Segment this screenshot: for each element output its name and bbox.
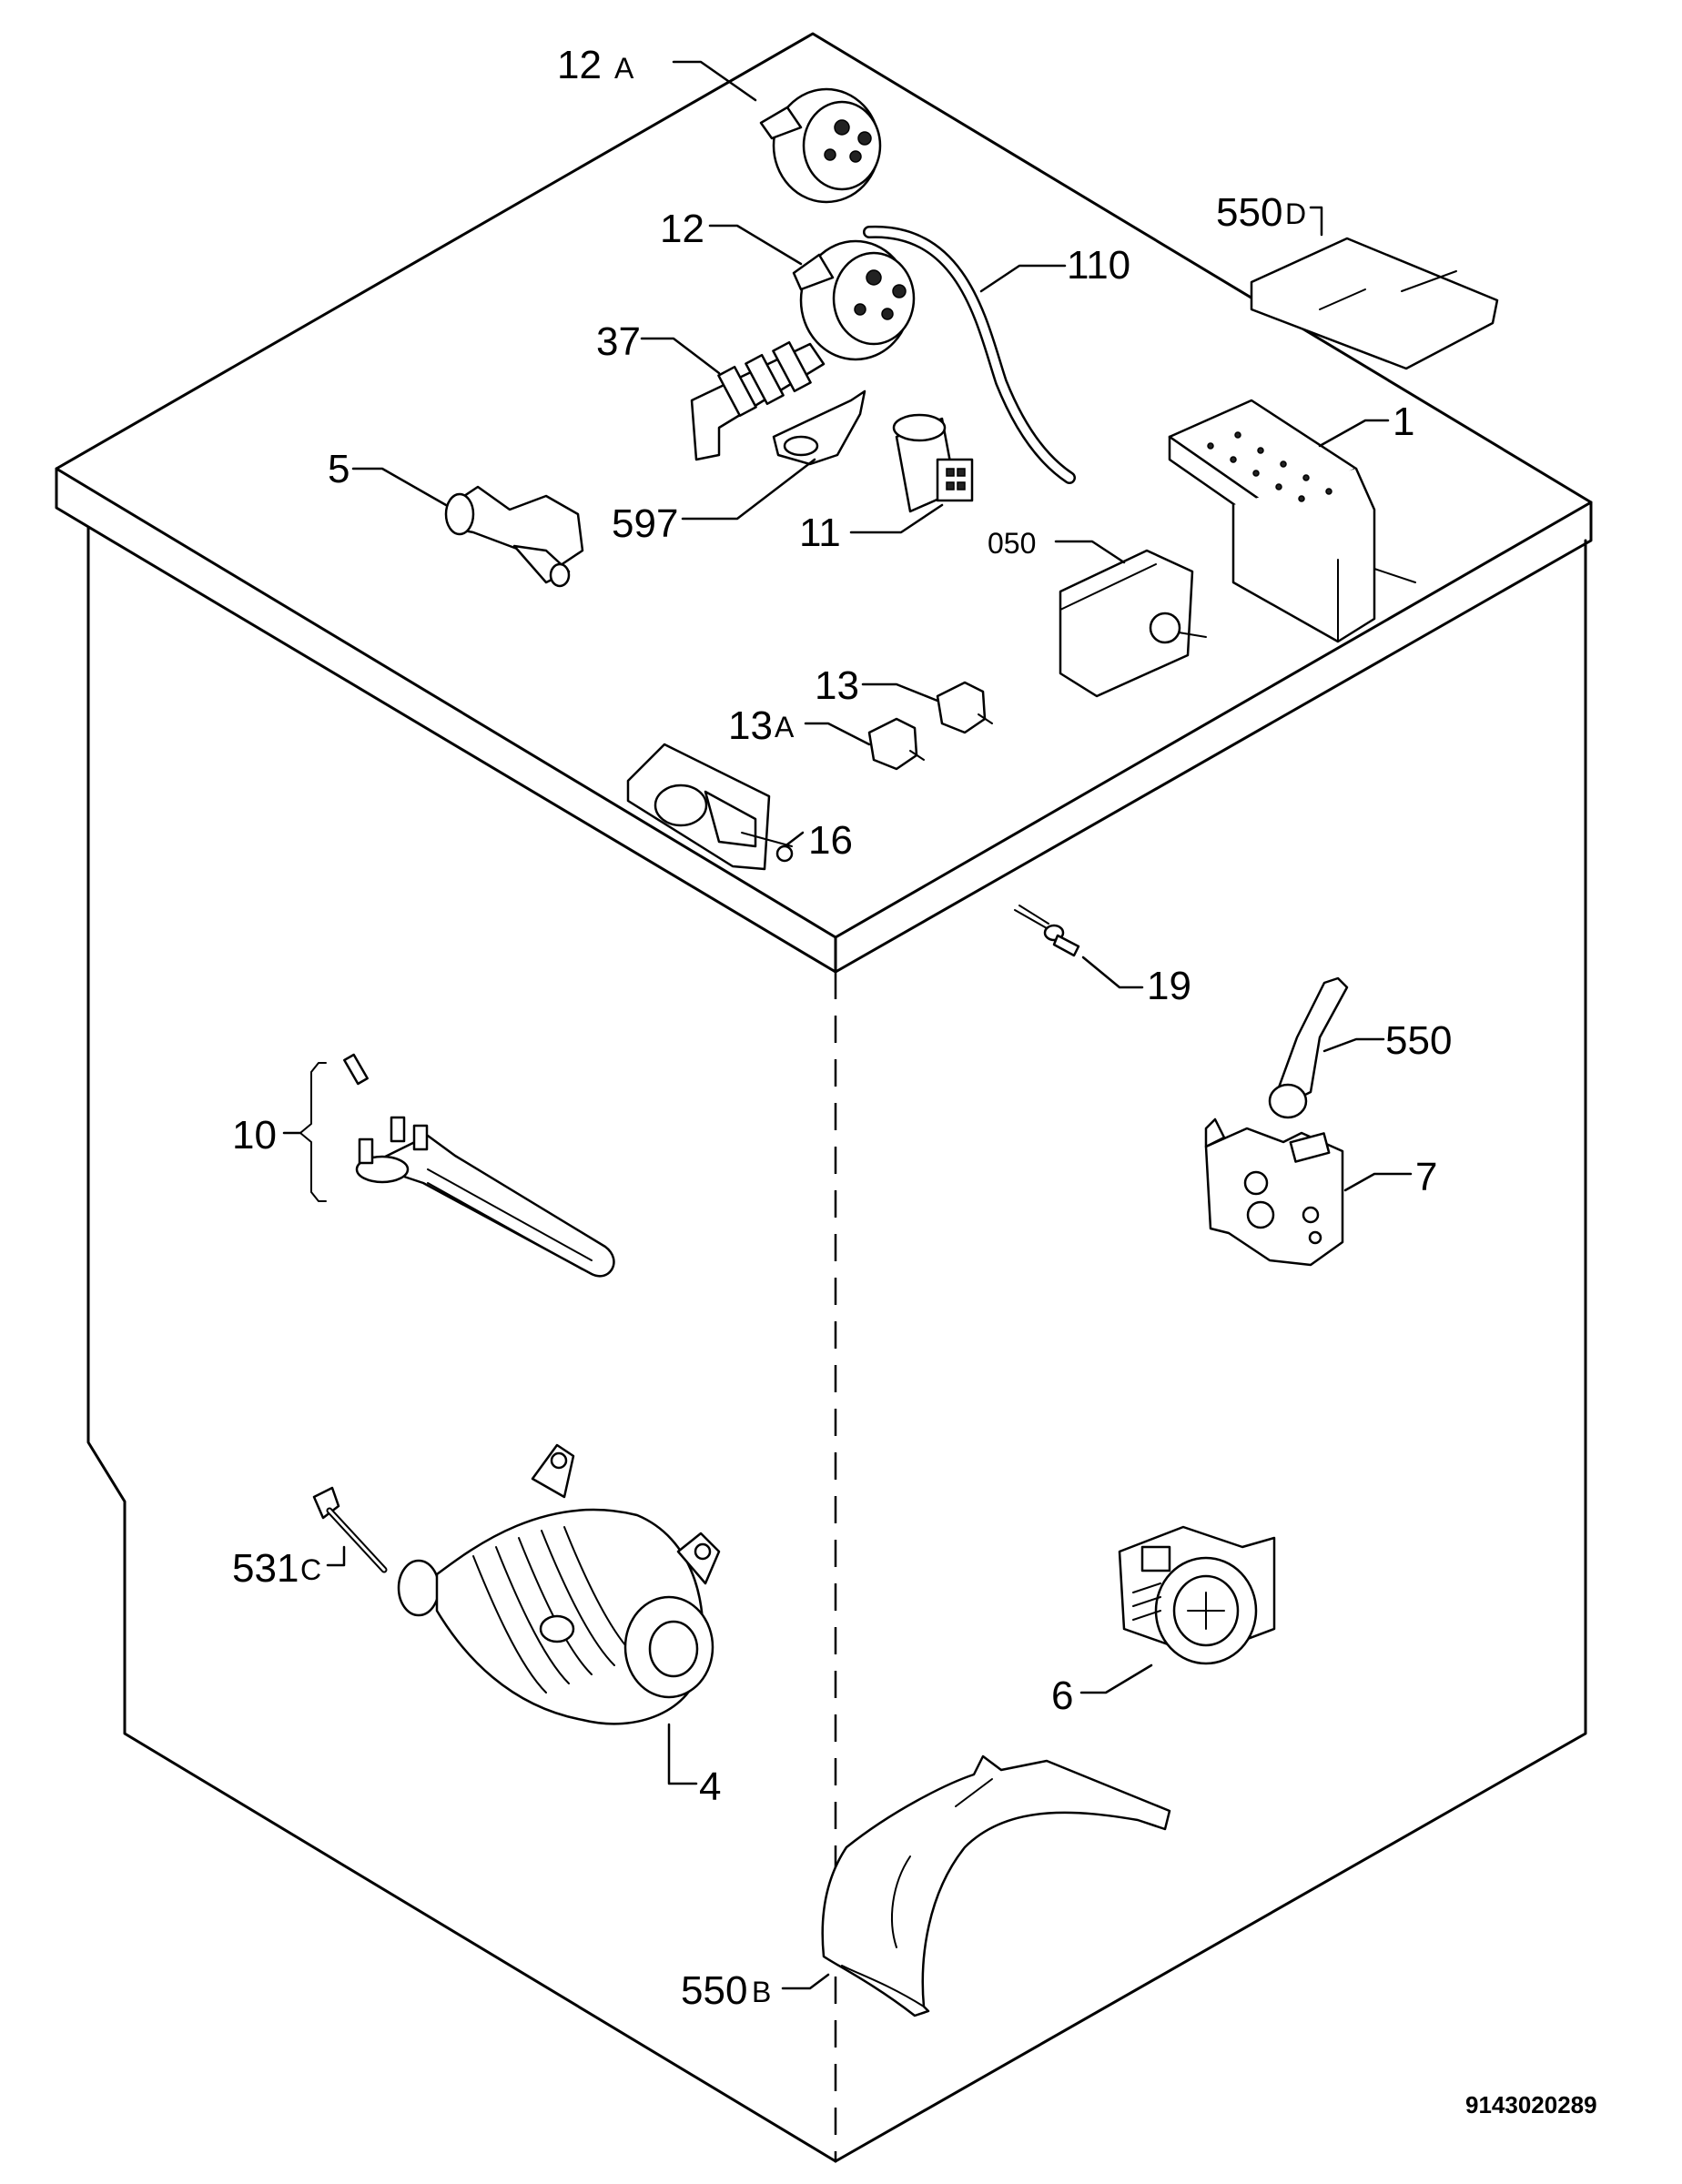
- label-37: 37: [596, 319, 641, 364]
- label-19: 19: [1147, 964, 1191, 1008]
- cover-plate-550d: [1250, 237, 1499, 370]
- leader-lines: [282, 60, 1413, 1990]
- label-7: 7: [1415, 1155, 1437, 1199]
- motor-4: [397, 1443, 721, 1725]
- cabinet-outline: [55, 32, 1593, 2163]
- connector-13a: [867, 717, 925, 771]
- diagram-code: 9143020289: [1465, 2091, 1597, 2118]
- label-1: 1: [1393, 399, 1414, 444]
- screw-531c: [312, 1486, 388, 1573]
- part-labels: 12 A 550 D 12 110 37 1 5 597 11 050 13 1…: [232, 43, 1597, 2118]
- label-531c-number: 531: [232, 1546, 299, 1591]
- label-10: 10: [232, 1113, 277, 1158]
- switch-16: [626, 743, 794, 871]
- label-13a-number: 13: [728, 703, 773, 748]
- pressure-switch-12a: [759, 87, 882, 204]
- label-13a-suffix: A: [775, 711, 795, 743]
- label-550d-number: 550: [1216, 190, 1282, 235]
- inlet-valve-5: [444, 485, 584, 588]
- bracket-597: [772, 389, 866, 466]
- label-531c-suffix: C: [300, 1553, 321, 1586]
- sensor-19: [1014, 905, 1080, 957]
- label-050: 050: [988, 527, 1036, 560]
- label-550b-number: 550: [681, 1968, 747, 2013]
- label-16: 16: [808, 818, 853, 863]
- pump-6: [1118, 1525, 1276, 1665]
- bracket-10: [299, 1062, 327, 1202]
- programmer-1: [1168, 399, 1416, 643]
- pressure-switch-12: [792, 239, 916, 361]
- cover-550b: [821, 1754, 1171, 2017]
- label-550: 550: [1385, 1018, 1452, 1063]
- label-13: 13: [815, 663, 859, 708]
- label-5: 5: [328, 447, 350, 491]
- terminal-block-37: [690, 340, 826, 461]
- heating-element-10: [343, 1053, 615, 1278]
- label-11: 11: [799, 511, 841, 555]
- label-6: 6: [1051, 1673, 1073, 1718]
- door-lock-7: [1204, 1117, 1344, 1267]
- label-550b-suffix: B: [752, 1976, 771, 2008]
- hose-110: [863, 225, 1076, 484]
- label-597: 597: [612, 501, 678, 546]
- connector-13: [936, 681, 993, 734]
- lever-550: [1268, 976, 1349, 1119]
- label-12: 12: [660, 207, 704, 251]
- label-12a-number: 12: [557, 43, 602, 87]
- label-110: 110: [1067, 243, 1130, 288]
- label-550d-suffix: D: [1285, 197, 1306, 230]
- label-12a-suffix: A: [614, 52, 634, 85]
- capacitor-11: [892, 413, 974, 513]
- label-4: 4: [699, 1764, 721, 1809]
- board-050: [1059, 549, 1207, 698]
